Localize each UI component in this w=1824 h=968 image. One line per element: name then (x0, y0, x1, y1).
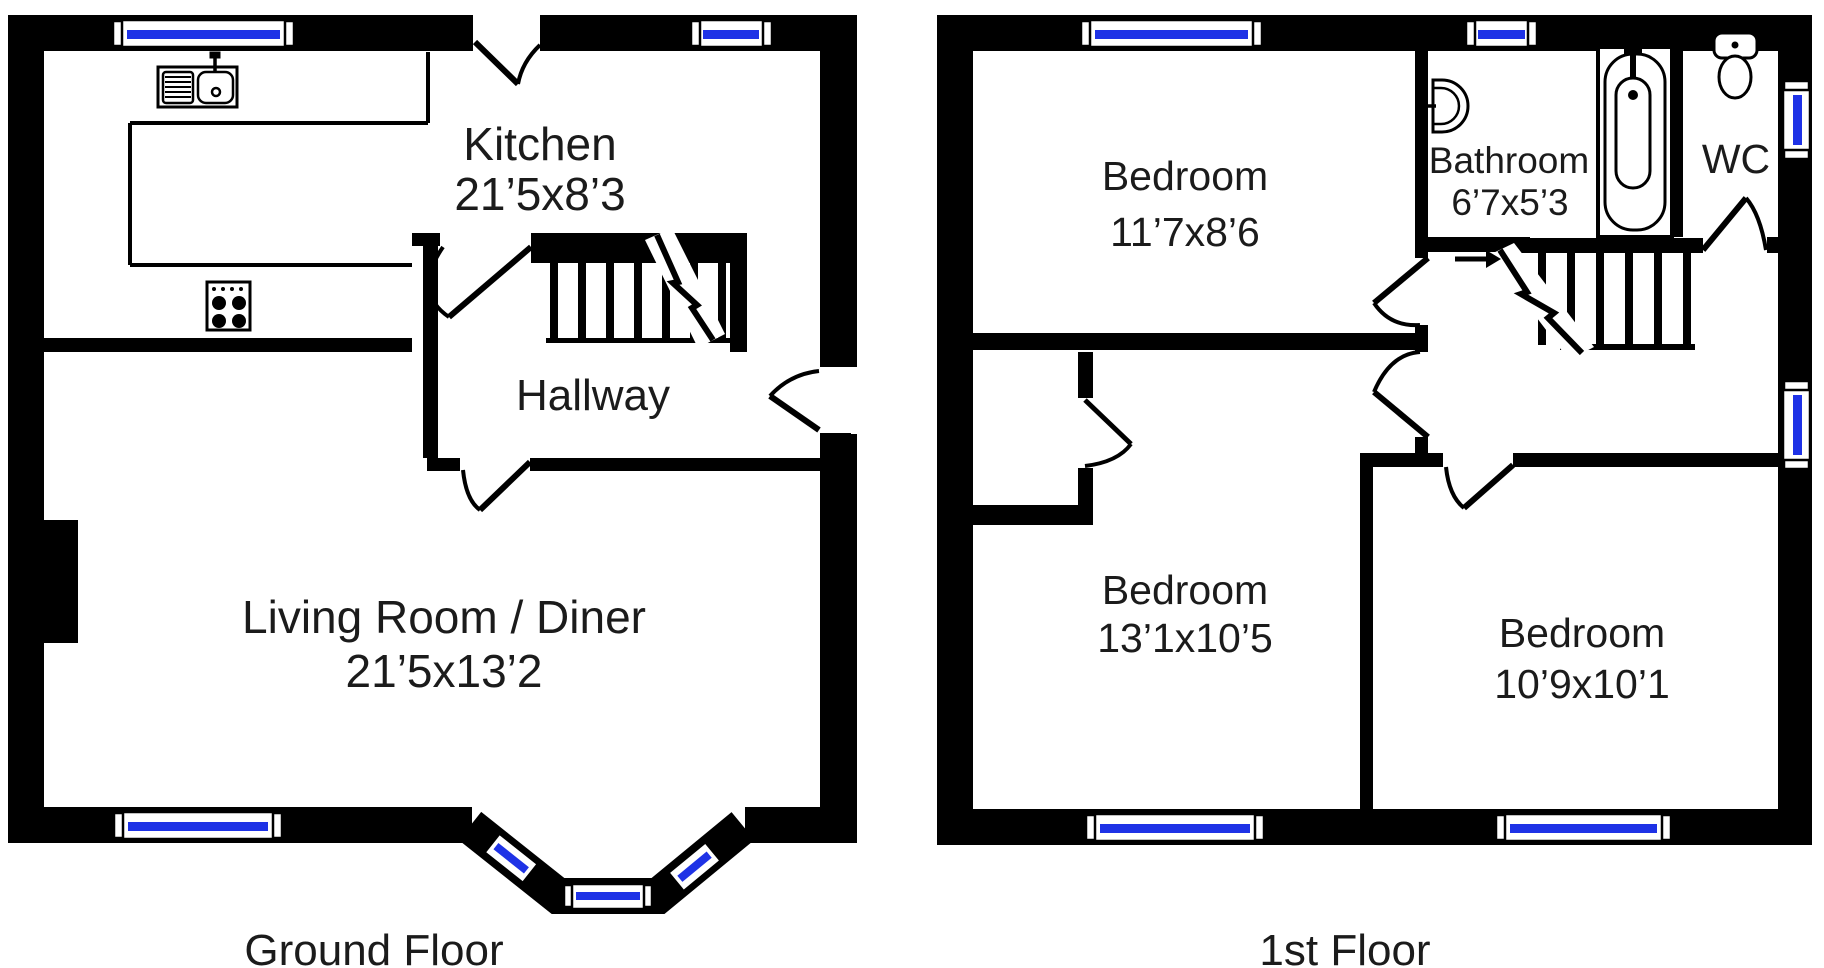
kitchen-window-icon (111, 18, 296, 49)
bay-window-left-glass-icon (482, 831, 540, 885)
bay-window-center-glass-icon (562, 882, 654, 911)
back-door-icon (472, 39, 542, 87)
wc-side-window-icon (1781, 79, 1812, 161)
room-dimensions: 13’1x10’5 (1097, 615, 1273, 661)
living-room-door-icon (461, 459, 533, 513)
bedroom2-door-icon (1372, 350, 1430, 440)
first-floor-plan: Bedroom 11’7x8’6 Bathroom 6’7x5’3 WC Bed… (937, 15, 1812, 968)
room-dimensions: 6’7x5’3 (1451, 182, 1568, 223)
front-door-icon (768, 369, 821, 433)
wc-door-icon (1700, 196, 1768, 252)
room-label: Bedroom (1102, 153, 1268, 199)
staircase-icon (546, 228, 734, 348)
room-label: Living Room / Diner (242, 591, 646, 643)
room-dimensions: 10’9x10’1 (1494, 661, 1670, 707)
living-window-icon (112, 810, 284, 841)
stair-break-line (654, 233, 716, 342)
ground-interior-walls (44, 233, 820, 471)
room-dimensions: 21’5x13’2 (346, 645, 543, 697)
chimney-breast (44, 520, 78, 643)
ground-door-openings (473, 13, 869, 434)
room-label: Bedroom (1499, 610, 1665, 656)
bathtub-icon (1596, 45, 1674, 239)
floor-label: Ground Floor (244, 926, 503, 968)
bedroom3-window-icon (1494, 812, 1673, 843)
cupboard-door-icon (1083, 398, 1133, 468)
room-label: Hallway (516, 371, 670, 420)
kitchen-sink-icon (156, 51, 239, 109)
room-label: Kitchen (463, 118, 616, 170)
stairs-direction-arrow-icon (1455, 250, 1501, 268)
room-label: Bathroom (1429, 140, 1589, 181)
bedroom3-door-icon (1444, 462, 1515, 511)
bay-window-right-glass-icon (666, 840, 723, 894)
staircase-icon (1489, 243, 1695, 360)
ground-floor-plan: Kitchen 21’5x8’3 Hallway Living Room / D… (8, 13, 869, 968)
room-dimensions: 21’5x8’3 (454, 168, 625, 220)
stair-break-line (1497, 248, 1585, 356)
kitchen-door-icon (427, 244, 533, 320)
stove-hob-icon (205, 280, 252, 332)
bathroom-window-icon (1464, 18, 1539, 49)
room-label: WC (1702, 136, 1770, 182)
toilet-icon (1712, 31, 1759, 100)
room-label: Bedroom (1102, 567, 1268, 613)
bedroom2-window-icon (1084, 812, 1266, 843)
kitchen-window2-icon (689, 18, 774, 49)
kitchen-counter (128, 52, 430, 267)
room-dimensions: 11’7x8’6 (1110, 209, 1260, 255)
landing-side-window-icon (1781, 379, 1812, 471)
floor-label: 1st Floor (1259, 926, 1430, 968)
wash-basin-icon (1419, 78, 1470, 134)
bedroom1-window-icon (1079, 18, 1264, 49)
bedroom1-door-icon (1372, 255, 1430, 328)
